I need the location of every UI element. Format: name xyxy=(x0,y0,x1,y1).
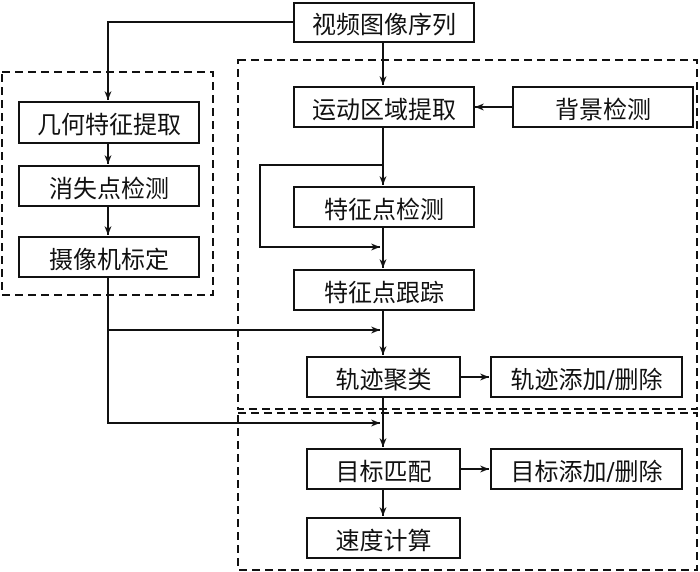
node-trajectory-add-delete: 轨迹添加/删除 xyxy=(490,356,683,398)
node-trajectory-clustering: 轨迹聚类 xyxy=(306,356,461,398)
node-camera-calibration: 摄像机标定 xyxy=(18,236,200,278)
node-geometric-feature-extraction: 几何特征提取 xyxy=(18,101,200,144)
node-feature-point-tracking: 特征点跟踪 xyxy=(293,269,475,311)
edge-calibration-to-matching xyxy=(107,330,380,427)
node-motion-region-extraction: 运动区域提取 xyxy=(293,86,475,128)
node-video-sequence: 视频图像序列 xyxy=(293,2,475,43)
node-vanishing-point-detection: 消失点检测 xyxy=(18,165,200,207)
node-feature-point-detection: 特征点检测 xyxy=(293,186,475,228)
node-target-matching: 目标匹配 xyxy=(306,448,461,490)
edge-video-to-geometric xyxy=(104,21,293,100)
node-background-detection: 背景检测 xyxy=(512,86,694,128)
matching-group-region xyxy=(237,412,698,571)
edge-motion-bypass-loop xyxy=(259,164,383,251)
node-target-add-delete: 目标添加/删除 xyxy=(490,448,683,490)
node-speed-calculation: 速度计算 xyxy=(306,517,461,559)
